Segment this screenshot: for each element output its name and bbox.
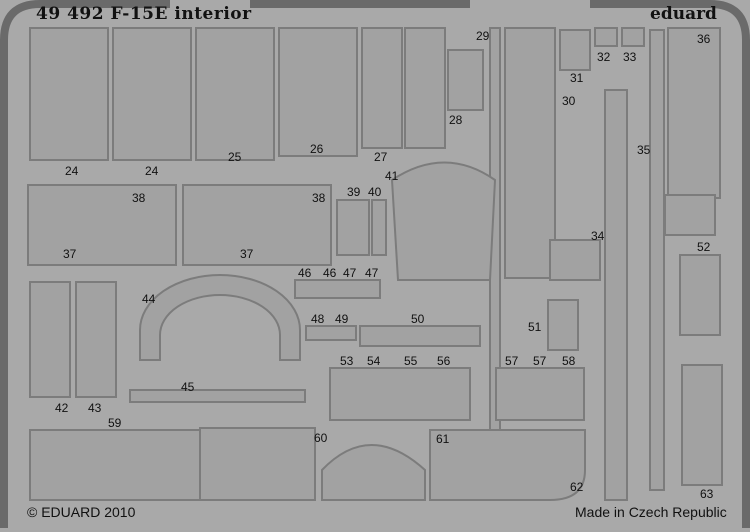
- part-26: [278, 27, 358, 157]
- part-60: [199, 427, 316, 501]
- part-label: 60: [314, 431, 328, 445]
- part-label: 50: [411, 312, 425, 326]
- part-label: 36: [697, 32, 711, 46]
- part-28: [447, 49, 484, 111]
- part-label: 47: [343, 266, 357, 280]
- part-label: 53: [340, 354, 354, 368]
- set-title: 49 492 F-15E interior: [36, 4, 252, 24]
- part-label: 57: [505, 354, 519, 368]
- part-42: [29, 281, 71, 398]
- part-label: 62: [570, 480, 584, 494]
- part-label: 26: [310, 142, 324, 156]
- part-label: 37: [240, 247, 254, 261]
- part-44: [139, 274, 301, 361]
- part-36: [667, 27, 721, 199]
- part-label: 28: [449, 113, 463, 127]
- part-32: [594, 27, 618, 47]
- part-50: [359, 325, 481, 347]
- part-label: 38: [312, 191, 326, 205]
- part-label: 47: [365, 266, 379, 280]
- part-51: [547, 299, 579, 351]
- part-label: 54: [367, 354, 381, 368]
- part-label: 29: [476, 29, 490, 43]
- part-63: [681, 364, 723, 486]
- part-25: [195, 27, 275, 161]
- part-46-47: [294, 279, 381, 299]
- part-label: 30: [562, 94, 576, 108]
- part-label: 59: [108, 416, 122, 430]
- part-label: 46: [323, 266, 337, 280]
- part-label: 27: [374, 150, 388, 164]
- part-27a: [361, 27, 403, 149]
- part-40: [371, 199, 387, 256]
- part-37-38b: [182, 184, 332, 266]
- part-label: 61: [436, 432, 450, 446]
- part-label: 57: [533, 354, 547, 368]
- part-label: 39: [347, 185, 361, 199]
- part-37-38a: [27, 184, 177, 266]
- part-41: [390, 161, 497, 281]
- part-27b: [404, 27, 446, 149]
- frame-right: [590, 0, 750, 528]
- part-label: 52: [697, 240, 711, 254]
- part-label: 51: [528, 320, 542, 334]
- part-label: 41: [385, 169, 399, 183]
- part-35: [649, 29, 665, 491]
- part-59: [29, 429, 201, 501]
- part-label: 24: [145, 164, 159, 178]
- part-label: 56: [437, 354, 451, 368]
- part-label: 25: [228, 150, 242, 164]
- part-39: [336, 199, 370, 256]
- part-57-58: [495, 367, 585, 421]
- part-label: 37: [63, 247, 77, 261]
- part-label: 44: [142, 292, 156, 306]
- part-label: 34: [591, 229, 605, 243]
- part-30: [504, 27, 556, 279]
- part-53-56: [329, 367, 471, 421]
- part-label: 31: [570, 71, 584, 85]
- part-label: 45: [181, 380, 195, 394]
- part-label: 58: [562, 354, 576, 368]
- part-label: 38: [132, 191, 146, 205]
- part-45: [129, 389, 306, 403]
- part-62: [429, 429, 586, 501]
- origin-text: Made in Czech Republic: [575, 504, 727, 520]
- part-33: [621, 27, 645, 47]
- brand-logo: eduard: [650, 4, 717, 24]
- part-label: 24: [65, 164, 79, 178]
- part-label: 40: [368, 185, 382, 199]
- part-label: 49: [335, 312, 349, 326]
- part-48-49: [305, 325, 357, 341]
- part-43: [75, 281, 117, 398]
- part-24b: [112, 27, 192, 161]
- part-label: 46: [298, 266, 312, 280]
- part-label: 42: [55, 401, 69, 415]
- part-61: [321, 444, 426, 501]
- part-label: 35: [637, 143, 651, 157]
- part-label: 63: [700, 487, 714, 501]
- part-label: 55: [404, 354, 418, 368]
- part-31: [559, 29, 591, 71]
- part-34: [604, 89, 628, 501]
- frame-left: [0, 0, 170, 528]
- part-34-bracket: [549, 239, 601, 281]
- part-label: 48: [311, 312, 325, 326]
- part-24a: [29, 27, 109, 161]
- part-35-bracket: [664, 194, 716, 236]
- part-label: 32: [597, 50, 611, 64]
- part-label: 33: [623, 50, 637, 64]
- part-52: [679, 254, 721, 336]
- copyright-text: © EDUARD 2010: [27, 504, 136, 520]
- part-label: 43: [88, 401, 102, 415]
